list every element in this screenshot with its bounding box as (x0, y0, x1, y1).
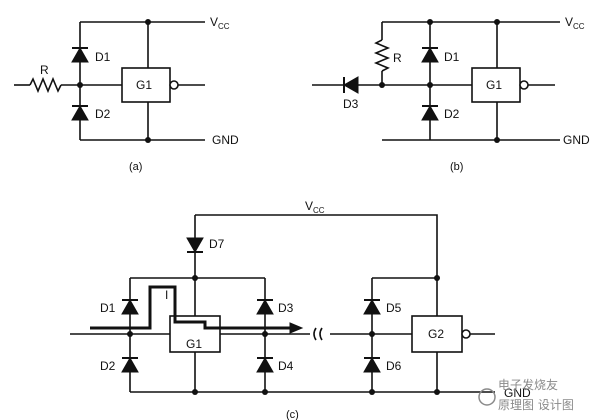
junction-c4 (192, 275, 198, 281)
current-label-c: I (165, 288, 168, 302)
inverter-bubble-a (169, 80, 179, 90)
diode-d3-c (256, 298, 274, 315)
junction-a2 (145, 137, 151, 143)
inverter-bubble-c (461, 329, 471, 339)
diode-d2-b (421, 104, 439, 121)
d2-label-a: D2 (95, 107, 111, 121)
d3-label-b: D3 (343, 97, 359, 111)
junction-c7 (262, 389, 268, 395)
resistor-r-a (29, 76, 62, 94)
line-break-symbol-c (313, 327, 323, 341)
diode-d1-b (421, 46, 439, 63)
d1-label-a: D1 (95, 50, 111, 64)
diagram-b: VCC GND R D1 D2 D3 G1 (b) (312, 15, 590, 173)
diode-d1-c (121, 298, 139, 315)
d1-label-c: D1 (100, 301, 116, 315)
d3-label-c: D3 (278, 301, 294, 315)
vcc-rail-c (195, 214, 438, 278)
watermark-line2: 原理图 设计图 (498, 398, 574, 412)
junction-c2 (262, 331, 268, 337)
vcc-label-b: VCC (565, 15, 585, 31)
caption-a: (a) (129, 161, 142, 173)
gate1-label-c: G1 (186, 337, 202, 351)
gnd-label-c: GND (504, 386, 531, 400)
caption-c: (c) (286, 409, 299, 420)
junction-c3 (369, 331, 375, 337)
d2-label-c: D2 (100, 359, 116, 373)
gate-label-b: G1 (486, 78, 502, 92)
current-arrow-head (289, 322, 304, 334)
d7-label-c: D7 (209, 237, 225, 251)
junction-b1 (427, 19, 433, 25)
d5-label-c: D5 (386, 301, 402, 315)
inverter-bubble-b (519, 80, 529, 90)
junction-a1 (145, 19, 151, 25)
gnd-label-b: GND (563, 133, 590, 147)
junction-a3 (77, 82, 83, 88)
watermark: 电子发烧友 原理图 设计图 (478, 377, 574, 412)
current-path-arrow (90, 285, 292, 330)
diode-d5-c (363, 298, 381, 315)
junction-c9 (434, 389, 440, 395)
gate-g2-c (411, 315, 463, 353)
diode-d2-c (121, 356, 139, 373)
gate2-label-c: G2 (428, 327, 444, 341)
junction-b4 (427, 82, 433, 88)
d6-label-c: D6 (386, 359, 402, 373)
junction-b2 (494, 19, 500, 25)
diode-d3-b (342, 76, 359, 94)
resistor-r-b (373, 39, 391, 72)
diagram-a: VCC GND R D1 D2 G1 (a) (14, 15, 239, 173)
caption-b: (b) (450, 161, 463, 173)
junction-c6 (192, 389, 198, 395)
junction-c5 (434, 275, 440, 281)
d4-label-c: D4 (278, 359, 294, 373)
d1-label-b: D1 (444, 50, 460, 64)
watermark-line1: 电子发烧友 (498, 377, 558, 392)
r-label-a: R (40, 63, 49, 77)
junction-b3 (494, 137, 500, 143)
diode-d1-a (71, 46, 89, 63)
vcc-label-c: VCC (305, 199, 325, 215)
diode-d2-a (71, 104, 89, 121)
junction-b5 (379, 82, 385, 88)
vcc-label-a: VCC (210, 15, 230, 31)
diode-d6-c (363, 356, 381, 373)
junction-c1 (127, 331, 133, 337)
gnd-label-a: GND (212, 133, 239, 147)
diagram-c: VCC GND I D7 D1 D2 D3 D4 D5 D6 G1 G2 (c) (70, 199, 531, 420)
d2-label-b: D2 (444, 107, 460, 121)
diode-d4-c (256, 356, 274, 373)
watermark-logo-icon (478, 388, 496, 406)
junction-c8 (369, 389, 375, 395)
r-label-b: R (393, 51, 402, 65)
diode-d7-c (186, 237, 204, 254)
gate-label-a: G1 (136, 78, 152, 92)
